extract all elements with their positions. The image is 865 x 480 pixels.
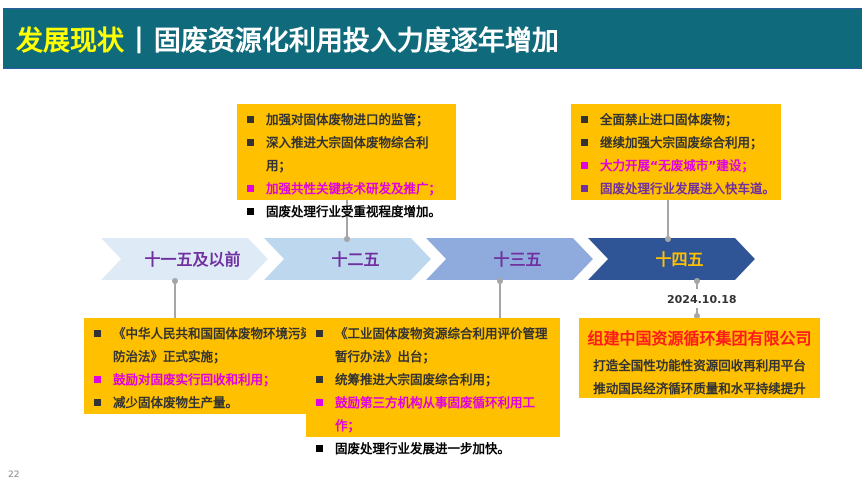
connector-line xyxy=(346,200,348,238)
timeline-label: 十三五 xyxy=(493,250,541,269)
square-bullet-icon xyxy=(316,399,323,406)
list-item: 鼓励第三方机构从事固废循环利用工作； xyxy=(312,391,554,437)
list-item-text: 《中华人民共和国固体废物环境污染防治法》正式实施； xyxy=(113,326,314,364)
list-item: 鼓励对固废实行回收和利用； xyxy=(90,368,314,391)
event-title: 组建中国资源循环集团有限公司 xyxy=(587,329,812,348)
connector-dot xyxy=(497,278,503,284)
connector-line xyxy=(696,279,698,289)
list-item-text: 固废处理行业发展进入快车道。 xyxy=(600,181,776,196)
connector-dot xyxy=(172,278,178,284)
event-line: 推动国民经济循环质量和水平持续提升 xyxy=(593,381,806,396)
list-item: 统筹推进大宗固废综合利用； xyxy=(312,368,554,391)
timeline-label: 十四五 xyxy=(655,250,703,269)
list-item-text: 《工业固体废物资源综合利用评价管理暂行办法》出台； xyxy=(335,326,548,364)
square-bullet-icon xyxy=(316,445,323,452)
title-highlight: 发展现状 xyxy=(16,26,124,57)
top-box-14th: 全面禁止进口固体废物； 继续加强大宗固废综合利用； 大力开展“无废城市”建设； 固废处… xyxy=(571,104,781,200)
timeline-chevron-2 xyxy=(426,238,593,280)
list-item: 固废处理行业发展进入快车道。 xyxy=(577,177,775,200)
list-item: 固废处理行业受重视程度增加。 xyxy=(243,200,450,223)
list-item: 加强对固体废物进口的监管； xyxy=(243,108,450,131)
list-item-text: 固废处理行业发展进一步加快。 xyxy=(335,441,511,456)
event-box: 组建中国资源循环集团有限公司 打造全国性功能性资源回收再利用平台 推动国民经济循… xyxy=(579,318,820,398)
list-item: 《工业固体废物资源综合利用评价管理暂行办法》出台； xyxy=(312,322,554,368)
list-item-text: 鼓励对固废实行回收和利用； xyxy=(113,372,276,387)
square-bullet-icon xyxy=(581,139,588,146)
list-item: 继续加强大宗固废综合利用； xyxy=(577,131,775,154)
square-bullet-icon xyxy=(247,185,254,192)
list-item-text: 减少固体废物生产量。 xyxy=(113,395,239,410)
event-date: 2024.10.18 xyxy=(667,293,737,306)
list-item: 《中华人民共和国固体废物环境污染防治法》正式实施； xyxy=(90,322,314,368)
event-line: 打造全国性功能性资源回收再利用平台 xyxy=(593,358,806,373)
list-item-text: 继续加强大宗固废综合利用； xyxy=(600,135,763,150)
list-item: 加强共性关键技术研发及推广； xyxy=(243,177,450,200)
bottom-box-13th: 《工业固体废物资源综合利用评价管理暂行办法》出台； 统筹推进大宗固废综合利用； 鼓励… xyxy=(306,318,560,456)
square-bullet-icon xyxy=(581,116,588,123)
square-bullet-icon xyxy=(94,376,101,383)
list-item-text: 鼓励第三方机构从事固废循环利用工作； xyxy=(335,395,536,433)
connector-dot xyxy=(694,278,700,284)
timeline-chevron-3 xyxy=(588,238,755,280)
square-bullet-icon xyxy=(581,162,588,169)
square-bullet-icon xyxy=(247,116,254,123)
timeline-chevron-0 xyxy=(101,238,268,280)
connector-dot xyxy=(344,236,350,242)
timeline-label: 十一五及以前 xyxy=(144,250,240,269)
timeline-label: 十二五 xyxy=(331,250,379,269)
square-bullet-icon xyxy=(316,376,323,383)
list-item-text: 固废处理行业受重视程度增加。 xyxy=(266,204,442,219)
square-bullet-icon xyxy=(247,139,254,146)
title-separator: | xyxy=(134,23,144,54)
connector-line xyxy=(174,279,176,318)
list-item-text: 大力开展“无废城市”建设； xyxy=(600,158,754,173)
list-item-text: 加强共性关键技术研发及推广； xyxy=(266,181,442,196)
list-item-text: 加强对固体废物进口的监管； xyxy=(266,112,429,127)
connector-dot xyxy=(665,236,671,242)
list-item-text: 全面禁止进口固体废物； xyxy=(600,112,738,127)
slide-title-bar: 发展现状 | 固废资源化利用投入力度逐年增加 xyxy=(3,8,862,69)
connector-line xyxy=(667,200,669,238)
square-bullet-icon xyxy=(94,330,101,337)
page-number: 22 xyxy=(8,470,20,480)
square-bullet-icon xyxy=(581,185,588,192)
list-item: 深入推进大宗固体废物综合利用； xyxy=(243,131,450,177)
list-item-text: 统筹推进大宗固废综合利用； xyxy=(335,372,498,387)
square-bullet-icon xyxy=(316,330,323,337)
square-bullet-icon xyxy=(94,399,101,406)
list-item: 固废处理行业发展进一步加快。 xyxy=(312,437,554,460)
timeline-chevron-1 xyxy=(264,238,431,280)
list-item: 大力开展“无废城市”建设； xyxy=(577,154,775,177)
top-box-12th: 加强对固体废物进口的监管； 深入推进大宗固体废物综合利用； 加强共性关键技术研发及推… xyxy=(237,104,456,219)
list-item: 减少固体废物生产量。 xyxy=(90,391,314,414)
square-bullet-icon xyxy=(247,208,254,215)
connector-dot xyxy=(694,313,700,319)
slide-title: 固废资源化利用投入力度逐年增加 xyxy=(153,26,559,57)
list-item-text: 深入推进大宗固体废物综合利用； xyxy=(266,135,429,173)
bottom-box-11th: 《中华人民共和国固体废物环境污染防治法》正式实施； 鼓励对固废实行回收和利用； 减少… xyxy=(84,318,320,414)
connector-line xyxy=(499,279,501,318)
list-item: 全面禁止进口固体废物； xyxy=(577,108,775,131)
